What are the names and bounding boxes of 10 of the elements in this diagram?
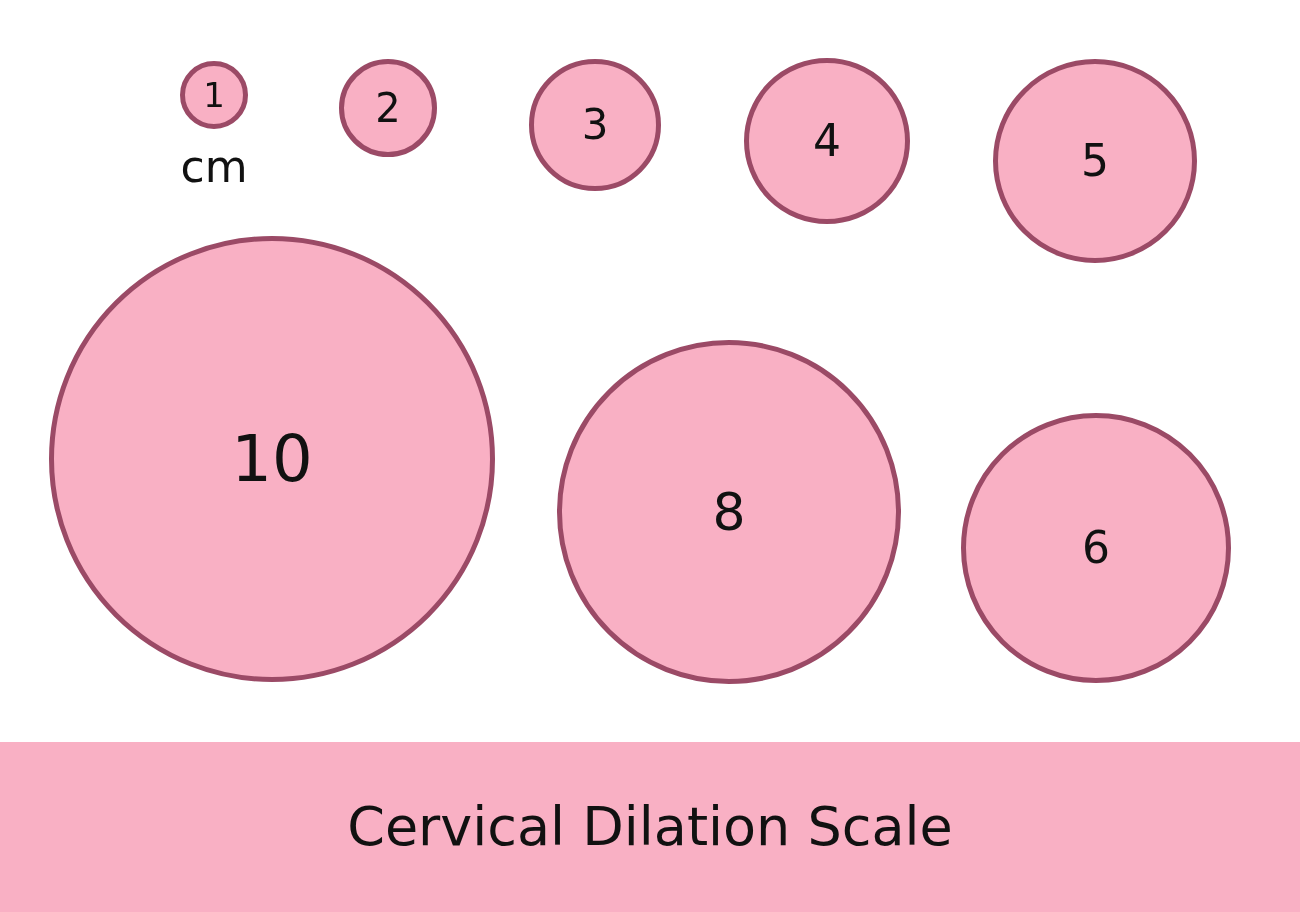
diameter-number: 4 (813, 119, 841, 163)
diameter-number: 1 (203, 78, 225, 112)
unit-label: cm (180, 145, 248, 189)
diameter-number: 3 (581, 104, 609, 146)
diameter-number: 8 (712, 486, 746, 538)
diameter-number: 10 (231, 427, 313, 491)
diameter-number: 5 (1081, 139, 1109, 183)
diameter-number: 6 (1082, 526, 1110, 570)
title-text: Cervical Dilation Scale (347, 800, 953, 854)
diameter-number: 2 (375, 88, 401, 128)
